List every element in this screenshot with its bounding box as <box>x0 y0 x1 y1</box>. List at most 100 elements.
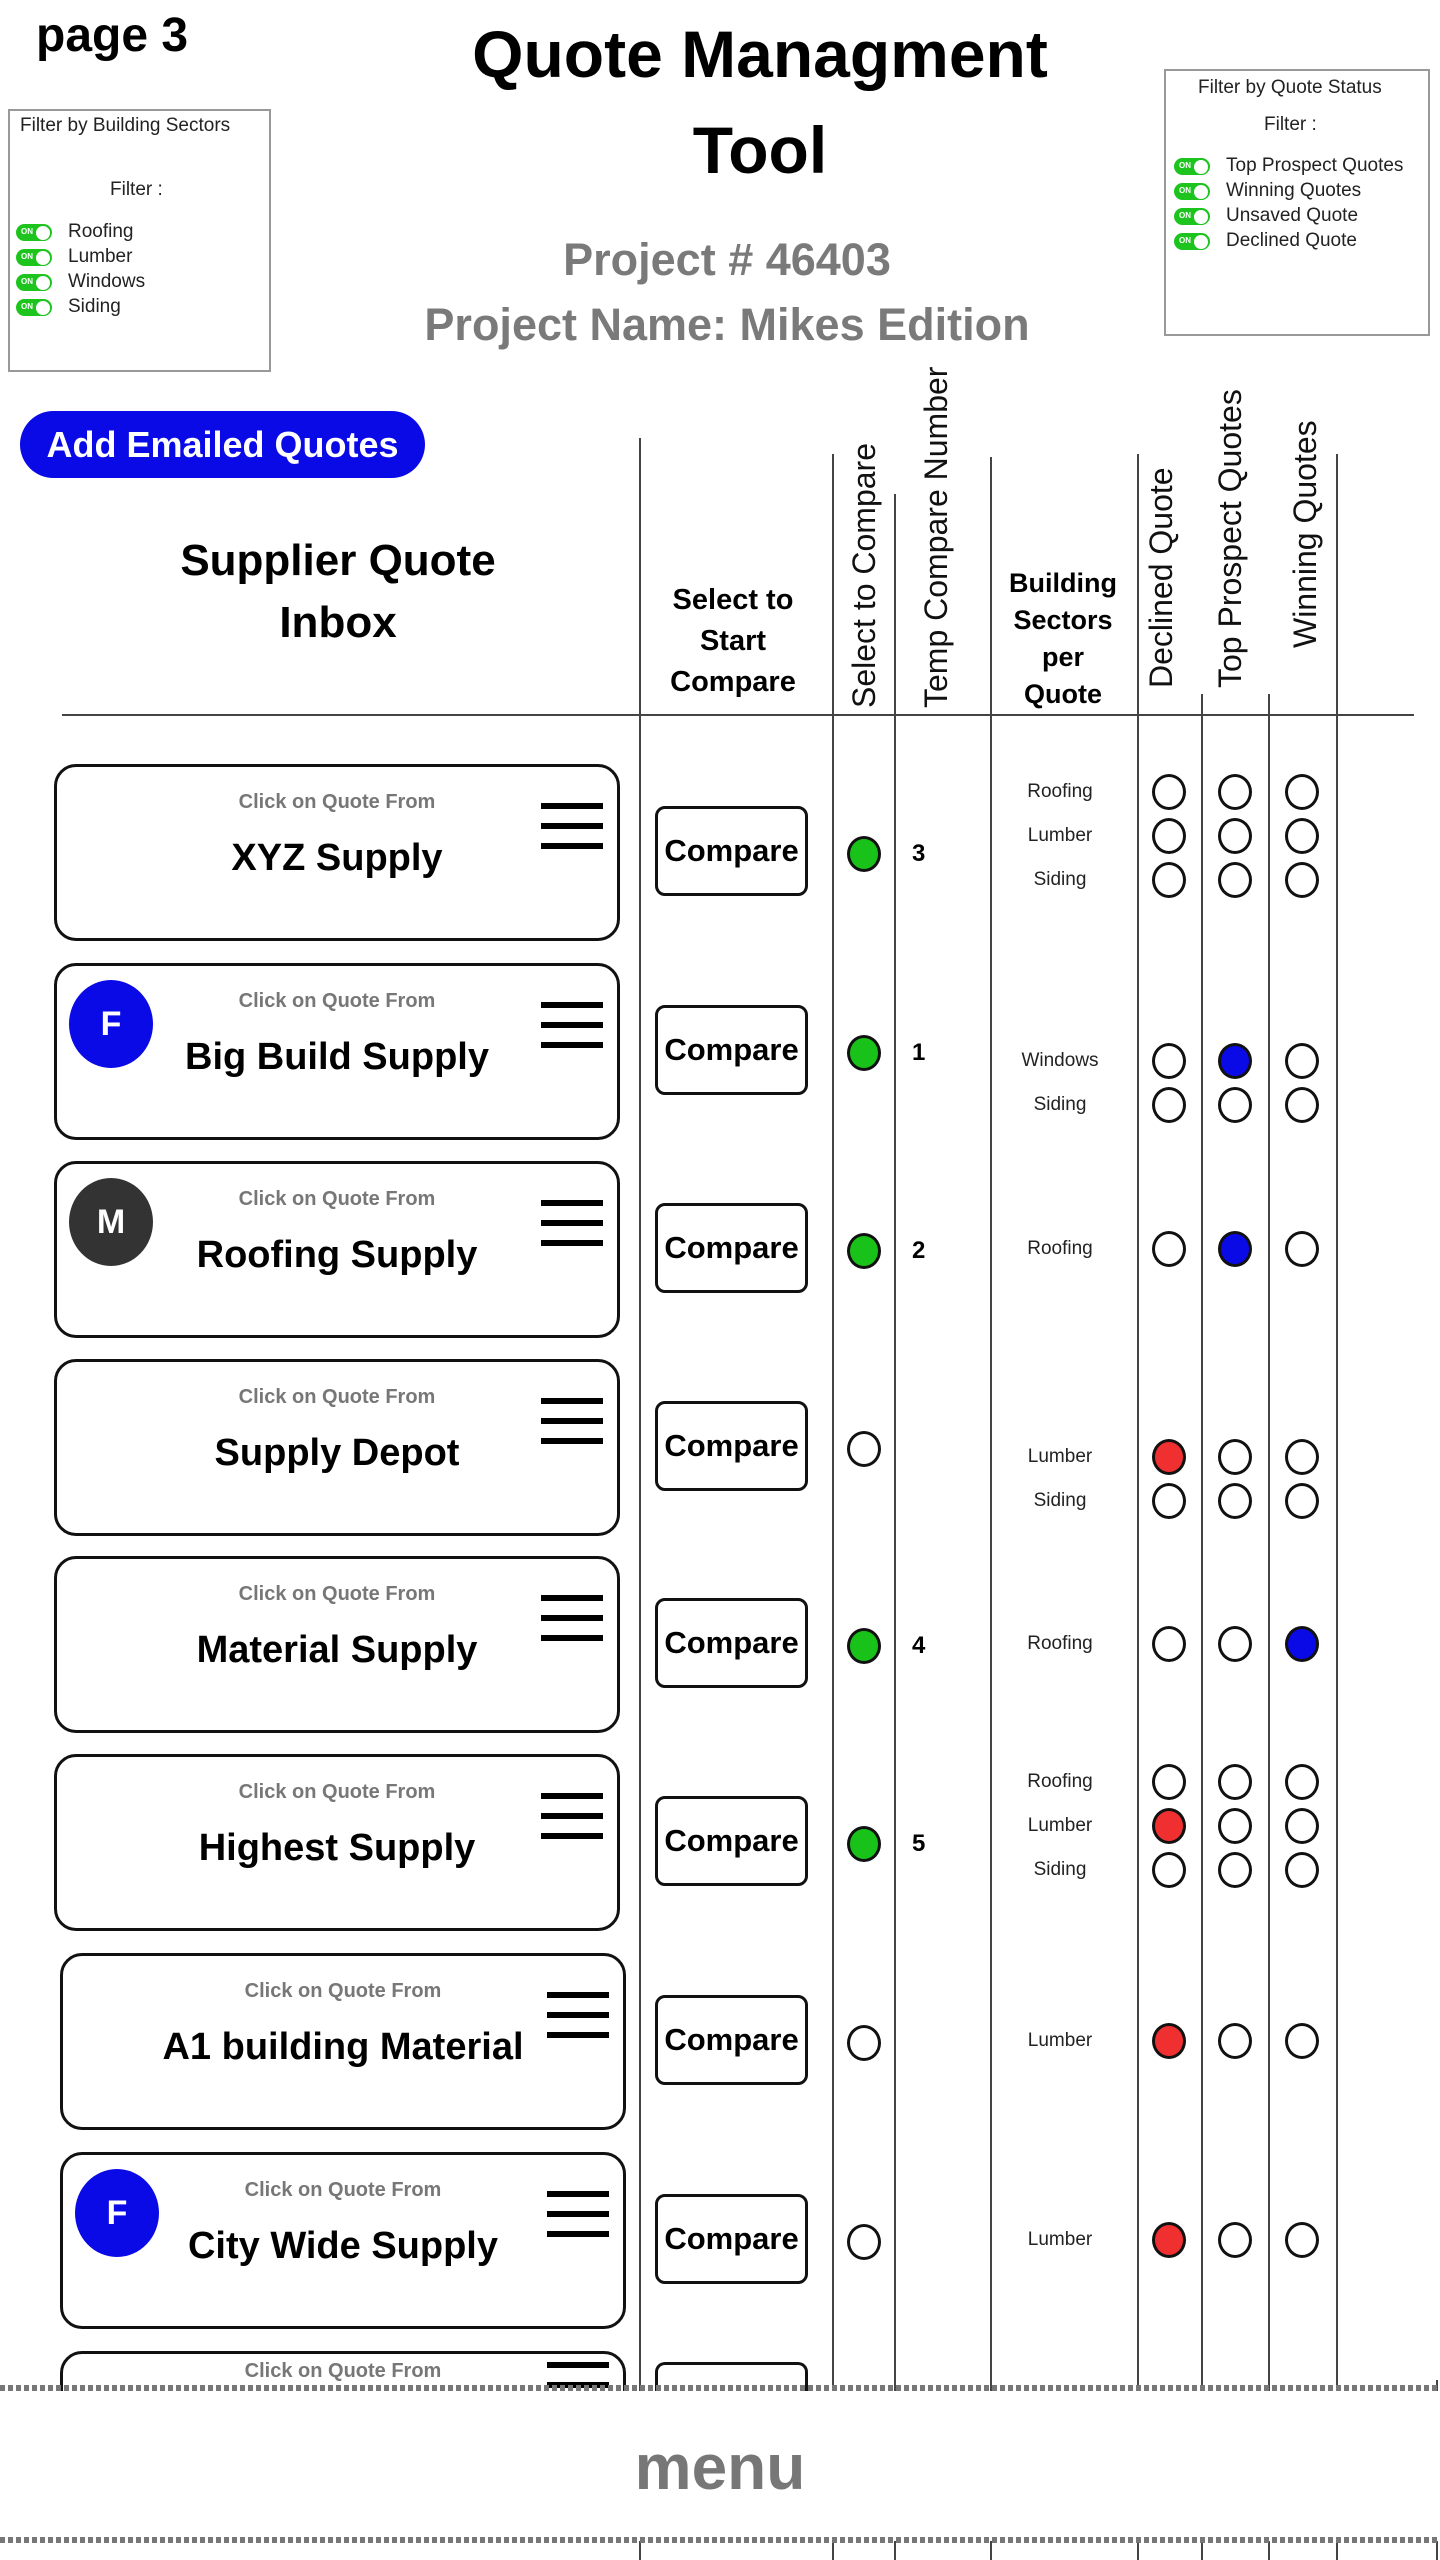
declined-radio[interactable] <box>1152 818 1186 854</box>
top-prospect-radio[interactable] <box>1218 2023 1252 2059</box>
declined-radio[interactable] <box>1152 1808 1186 1844</box>
compare-button[interactable]: Compare <box>655 1005 808 1095</box>
inbox-header: Supplier Quote Inbox <box>180 530 495 654</box>
declined-radio[interactable] <box>1152 1231 1186 1267</box>
winning-radio[interactable] <box>1285 1483 1319 1519</box>
winning-radio[interactable] <box>1285 1764 1319 1800</box>
declined-radio[interactable] <box>1152 1852 1186 1888</box>
hamburger-menu-icon[interactable] <box>541 1595 603 1641</box>
compare-button[interactable]: Compare <box>655 1995 808 2085</box>
declined-radio[interactable] <box>1152 2222 1186 2258</box>
winning-radio[interactable] <box>1285 1439 1319 1475</box>
hamburger-menu-icon[interactable] <box>541 1200 603 1246</box>
winning-radio[interactable] <box>1285 1043 1319 1079</box>
bottom-menu[interactable] <box>0 2391 1440 2541</box>
winning-radio[interactable] <box>1285 2023 1319 2059</box>
top-prospect-radio[interactable] <box>1218 1231 1252 1267</box>
status-filter-toggle[interactable]: ON <box>1174 208 1210 225</box>
add-emailed-quotes-button[interactable]: Add Emailed Quotes <box>20 411 425 478</box>
select-to-compare-radio[interactable] <box>847 1035 881 1071</box>
hamburger-bar <box>541 1595 603 1601</box>
sector-filter-label: Lumber <box>68 246 133 267</box>
winning-radio[interactable] <box>1285 1852 1319 1888</box>
status-filter-toggle[interactable]: ON <box>1174 233 1210 250</box>
select-to-compare-radio[interactable] <box>847 836 881 872</box>
hamburger-bar <box>547 2012 609 2018</box>
status-filter-toggle[interactable]: ON <box>1174 158 1210 175</box>
sector-filter-toggle[interactable]: ON <box>16 249 52 266</box>
select-to-compare-radio[interactable] <box>847 1628 881 1664</box>
declined-radio[interactable] <box>1152 1764 1186 1800</box>
toggle-on-text: ON <box>1179 186 1191 195</box>
winning-radio[interactable] <box>1285 818 1319 854</box>
temp-compare-number: 2 <box>912 1237 926 1264</box>
compare-button[interactable]: Compare <box>655 1598 808 1688</box>
top-prospect-radio[interactable] <box>1218 774 1252 810</box>
hamburger-bar <box>541 1635 603 1641</box>
top-prospect-radio[interactable] <box>1218 1808 1252 1844</box>
hamburger-menu-icon[interactable] <box>547 2191 609 2237</box>
top-prospect-radio[interactable] <box>1218 1764 1252 1800</box>
declined-radio[interactable] <box>1152 1087 1186 1123</box>
declined-radio[interactable] <box>1152 1483 1186 1519</box>
compare-button[interactable]: Compare <box>655 1796 808 1886</box>
top-prospect-radio[interactable] <box>1218 1852 1252 1888</box>
top-prospect-radio[interactable] <box>1218 862 1252 898</box>
declined-radio[interactable] <box>1152 2023 1186 2059</box>
winning-radio[interactable] <box>1285 1087 1319 1123</box>
compare-button[interactable]: Compare <box>655 1203 808 1293</box>
winning-radio[interactable] <box>1285 774 1319 810</box>
top-prospect-radio[interactable] <box>1218 1043 1252 1079</box>
top-prospect-radio[interactable] <box>1218 1439 1252 1475</box>
declined-radio[interactable] <box>1152 1439 1186 1475</box>
hamburger-bar <box>541 1615 603 1621</box>
compare-button[interactable]: Compare <box>655 806 808 896</box>
select-to-compare-radio[interactable] <box>847 1233 881 1269</box>
sector-filter-toggle[interactable]: ON <box>16 274 52 291</box>
declined-radio[interactable] <box>1152 1043 1186 1079</box>
select-to-compare-radio[interactable] <box>847 2025 881 2061</box>
hamburger-menu-icon[interactable] <box>547 1992 609 2038</box>
temp-compare-number: 3 <box>912 840 926 867</box>
column-divider <box>1201 2543 1203 2560</box>
winning-radio[interactable] <box>1285 862 1319 898</box>
hamburger-menu-icon[interactable] <box>541 1002 603 1048</box>
declined-radio[interactable] <box>1152 774 1186 810</box>
compare-button[interactable]: Compare <box>655 2194 808 2284</box>
top-prospect-radio[interactable] <box>1218 1626 1252 1662</box>
menu-label[interactable]: menu <box>634 2431 806 2503</box>
winning-radio[interactable] <box>1285 1808 1319 1844</box>
sector-label: Siding <box>1033 1859 1087 1880</box>
declined-radio[interactable] <box>1152 862 1186 898</box>
select-to-compare-radio[interactable] <box>847 2224 881 2260</box>
header-line: Compare <box>670 666 796 698</box>
hamburger-menu-icon[interactable] <box>541 1398 603 1444</box>
compare-button[interactable]: Compare <box>655 1401 808 1491</box>
winning-radio[interactable] <box>1285 1626 1319 1662</box>
sector-filter-toggle[interactable]: ON <box>16 224 52 241</box>
hamburger-bar <box>541 1418 603 1424</box>
top-prospect-radio[interactable] <box>1218 1483 1252 1519</box>
winning-radio[interactable] <box>1285 1231 1319 1267</box>
select-to-compare-radio[interactable] <box>847 1826 881 1862</box>
inbox-header-line: Inbox <box>279 598 397 647</box>
winning-radio[interactable] <box>1285 2222 1319 2258</box>
page-label: page 3 <box>36 9 189 62</box>
declined-radio[interactable] <box>1152 1626 1186 1662</box>
top-prospect-radio[interactable] <box>1218 818 1252 854</box>
hamburger-menu-icon[interactable] <box>541 1793 603 1839</box>
sector-filter-toggle[interactable]: ON <box>16 299 52 316</box>
status-filter-toggle[interactable]: ON <box>1174 183 1210 200</box>
select-to-compare-radio[interactable] <box>847 1431 881 1467</box>
top-prospect-radio[interactable] <box>1218 1087 1252 1123</box>
hamburger-menu-icon[interactable] <box>541 803 603 849</box>
top-prospect-radio[interactable] <box>1218 2222 1252 2258</box>
